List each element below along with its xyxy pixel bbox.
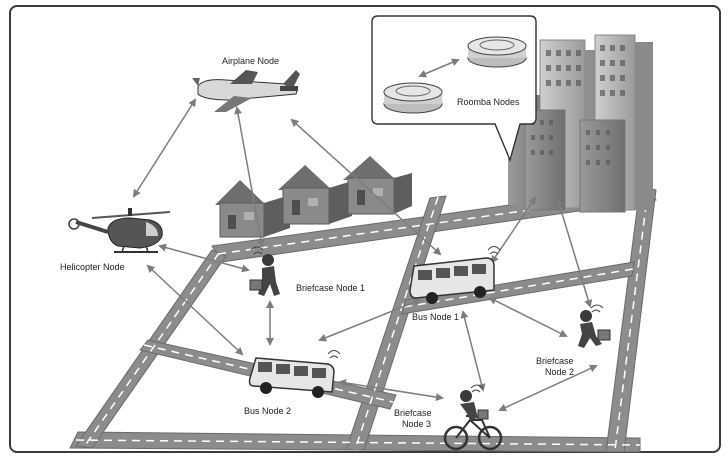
house-icon <box>343 156 412 214</box>
airplane-node-label: Airplane Node <box>222 56 279 66</box>
roomba-icon <box>384 83 442 113</box>
house-icon <box>215 180 290 237</box>
briefcase-node-2-label-line2: Node 2 <box>545 367 574 377</box>
link-airplane-helicopter <box>134 100 195 196</box>
roomba-nodes-label: Roomba Nodes <box>457 97 520 107</box>
wifi-signal-icon <box>328 351 340 359</box>
wifi-signal-icon <box>471 385 483 392</box>
link-bus1-briefcase2 <box>490 298 566 336</box>
house-icon <box>278 165 352 224</box>
bus-node-1-label: Bus Node 1 <box>412 312 459 322</box>
roomba-callout: Roomba Nodes <box>372 16 536 160</box>
briefcase-node-3-label-line1: Briefcase <box>394 408 432 418</box>
briefcase-person-icon: Briefcase Node 1 <box>250 247 365 296</box>
wifi-signal-icon <box>591 305 603 312</box>
airplane-icon: Airplane Node <box>192 56 300 112</box>
bus-node-2-label: Bus Node 2 <box>244 406 291 416</box>
briefcase-node-2-label-line1: Briefcase <box>536 356 574 366</box>
briefcase-person-icon: Briefcase Node 2 <box>536 305 610 377</box>
link-building-briefcase2 <box>558 200 590 306</box>
helicopter-icon: Helicopter Node <box>60 208 170 272</box>
bus-icon: Bus Node 2 <box>244 351 340 417</box>
link-bus1-briefcase3 <box>463 312 483 390</box>
briefcase-node-1-label: Briefcase Node 1 <box>296 283 365 293</box>
helicopter-node-label: Helicopter Node <box>60 262 125 272</box>
briefcase-node-3-label-line2: Node 3 <box>402 419 431 429</box>
roomba-icon <box>468 37 526 67</box>
